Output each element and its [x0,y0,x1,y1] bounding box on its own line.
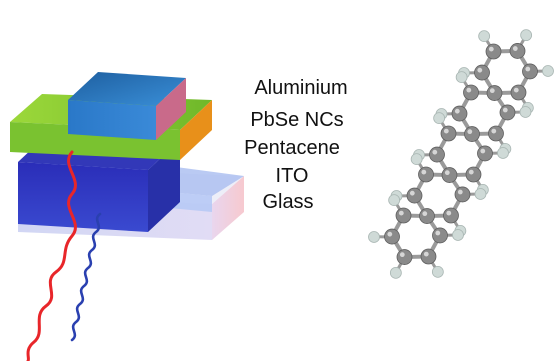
carbon-atom [429,146,445,163]
carbon-atom-highlight [422,211,428,217]
incident-light [26,150,102,361]
hydrogen-atom [433,112,446,125]
hydrogen-atom [478,30,491,43]
carbon-atom-highlight [444,170,450,176]
hydrogen-atom [431,265,444,278]
carbon-atom-highlight [513,87,519,93]
label-pentacene: Pentacene [244,137,340,159]
carbon-atom [465,166,482,183]
carbon-atom [522,63,538,80]
carbon-atom-highlight [421,169,427,175]
aluminium-electrode [68,72,186,140]
carbon-atom [419,208,435,224]
carbon-atom [454,186,471,203]
blue-light-wave [70,212,102,342]
carbon-atom-highlight [432,149,438,155]
pentacene-front-face [18,162,148,232]
hydrogen-atom [542,65,554,77]
carbon-atom [441,167,458,183]
carbon-atom-highlight [409,190,415,196]
carbon-atom-highlight [489,88,495,94]
carbon-atom [510,84,527,101]
carbon-atom-highlight [477,67,483,73]
carbon-atom [420,248,437,265]
hydrogen-atom [388,194,401,207]
carbon-atom [488,125,504,142]
carbon-atom-highlight [399,252,405,258]
carbon-atom-highlight [457,189,463,195]
carbon-atom [485,43,502,60]
aluminium-top-face [68,72,186,106]
hydrogen-atom [519,106,532,118]
carbon-atom [464,126,480,142]
carbon-atom [443,207,459,224]
hydrogen-atom [389,266,402,279]
carbon-atom-highlight [435,230,441,236]
carbon-atom-highlight [502,107,508,113]
pentacene-side-face [148,140,180,232]
carbon-atom [384,228,400,245]
carbon-atom [395,207,412,224]
carbon-atom-highlight [468,169,474,175]
carbon-atom-highlight [491,128,497,134]
carbon-atom-highlight [443,128,449,134]
carbon-atom [477,145,493,162]
carbon-atom-highlight [398,210,404,216]
carbon-atom [440,125,457,142]
hydrogen-atom [410,153,423,166]
carbon-atom [509,43,526,59]
carbon-atom [451,105,468,122]
hydrogen-atom [452,229,464,241]
label-glass: Glass [262,191,314,213]
carbon-atom-highlight [480,148,486,154]
label-ito: ITO [275,165,309,187]
red-light-wave [26,150,77,361]
hydrogen-atom [497,147,509,159]
carbon-atom-highlight [454,108,460,114]
carbon-atom-highlight [446,210,452,216]
carbon-atom-highlight [423,251,429,257]
carbon-atom [463,84,479,101]
hydrogen-atom [455,71,468,84]
carbon-atom [474,64,490,81]
carbon-atom-highlight [512,46,518,51]
carbon-atom [499,104,516,121]
hydrogen-atom [474,188,487,200]
carbon-atom [418,166,434,183]
carbon-atom-highlight [467,129,473,135]
carbon-atom [396,249,413,265]
aluminium-side-face [156,78,186,140]
label-pbse-ncs: PbSe NCs [250,109,344,131]
pbse-side-face [180,100,212,160]
carbon-atom-highlight [488,46,494,52]
carbon-atom-highlight [525,66,531,72]
glass-side-face [212,176,244,240]
carbon-atom-highlight [466,87,472,93]
label-aluminium: Aluminium [254,77,348,99]
carbon-atom [406,187,423,204]
carbon-atom-highlight [387,231,393,237]
carbon-atom [432,227,448,244]
hydrogen-atom [368,231,380,243]
aluminium-front-face [68,100,156,140]
carbon-atom [486,85,503,101]
hydrogen-atom [520,29,533,42]
